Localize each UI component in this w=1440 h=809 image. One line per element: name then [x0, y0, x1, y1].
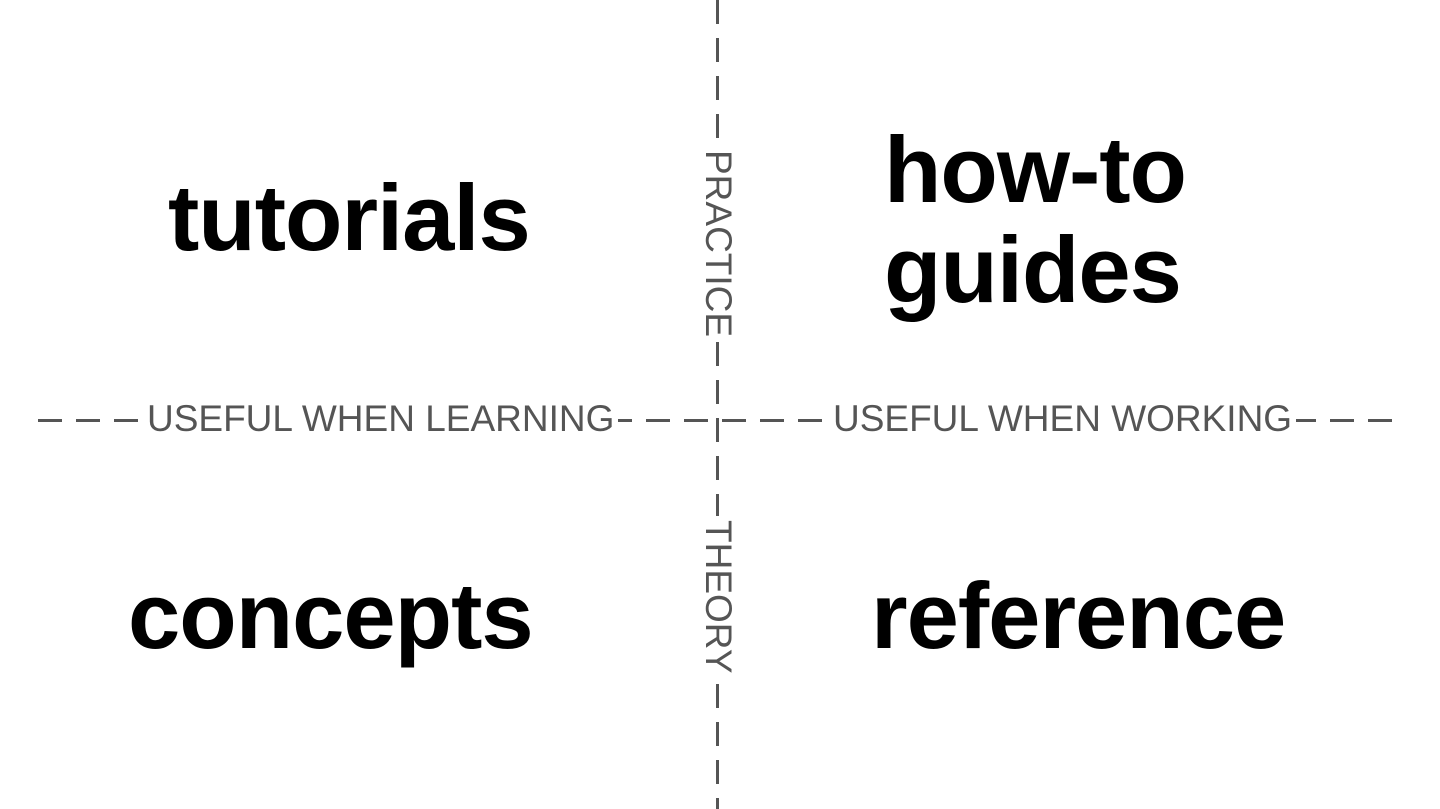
axis-label-practice: PRACTICE [698, 146, 739, 342]
vertical-axis-line [716, 0, 719, 809]
quadrant-how-to-line1: how-to [884, 117, 1187, 222]
axis-label-theory: THEORY [698, 516, 739, 678]
horizontal-axis-line [38, 419, 1400, 422]
quadrant-tutorials: tutorials [168, 165, 531, 270]
quadrant-concepts: concepts [128, 563, 534, 668]
quadrant-reference: reference [871, 563, 1286, 668]
axis-label-useful-when-learning: USEFUL WHEN LEARNING [143, 400, 619, 437]
axis-label-useful-when-working: USEFUL WHEN WORKING [829, 400, 1297, 437]
quadrant-how-to-line2: guides [884, 217, 1182, 322]
quadrant-how-to-guides: how-to guides [884, 117, 1187, 322]
